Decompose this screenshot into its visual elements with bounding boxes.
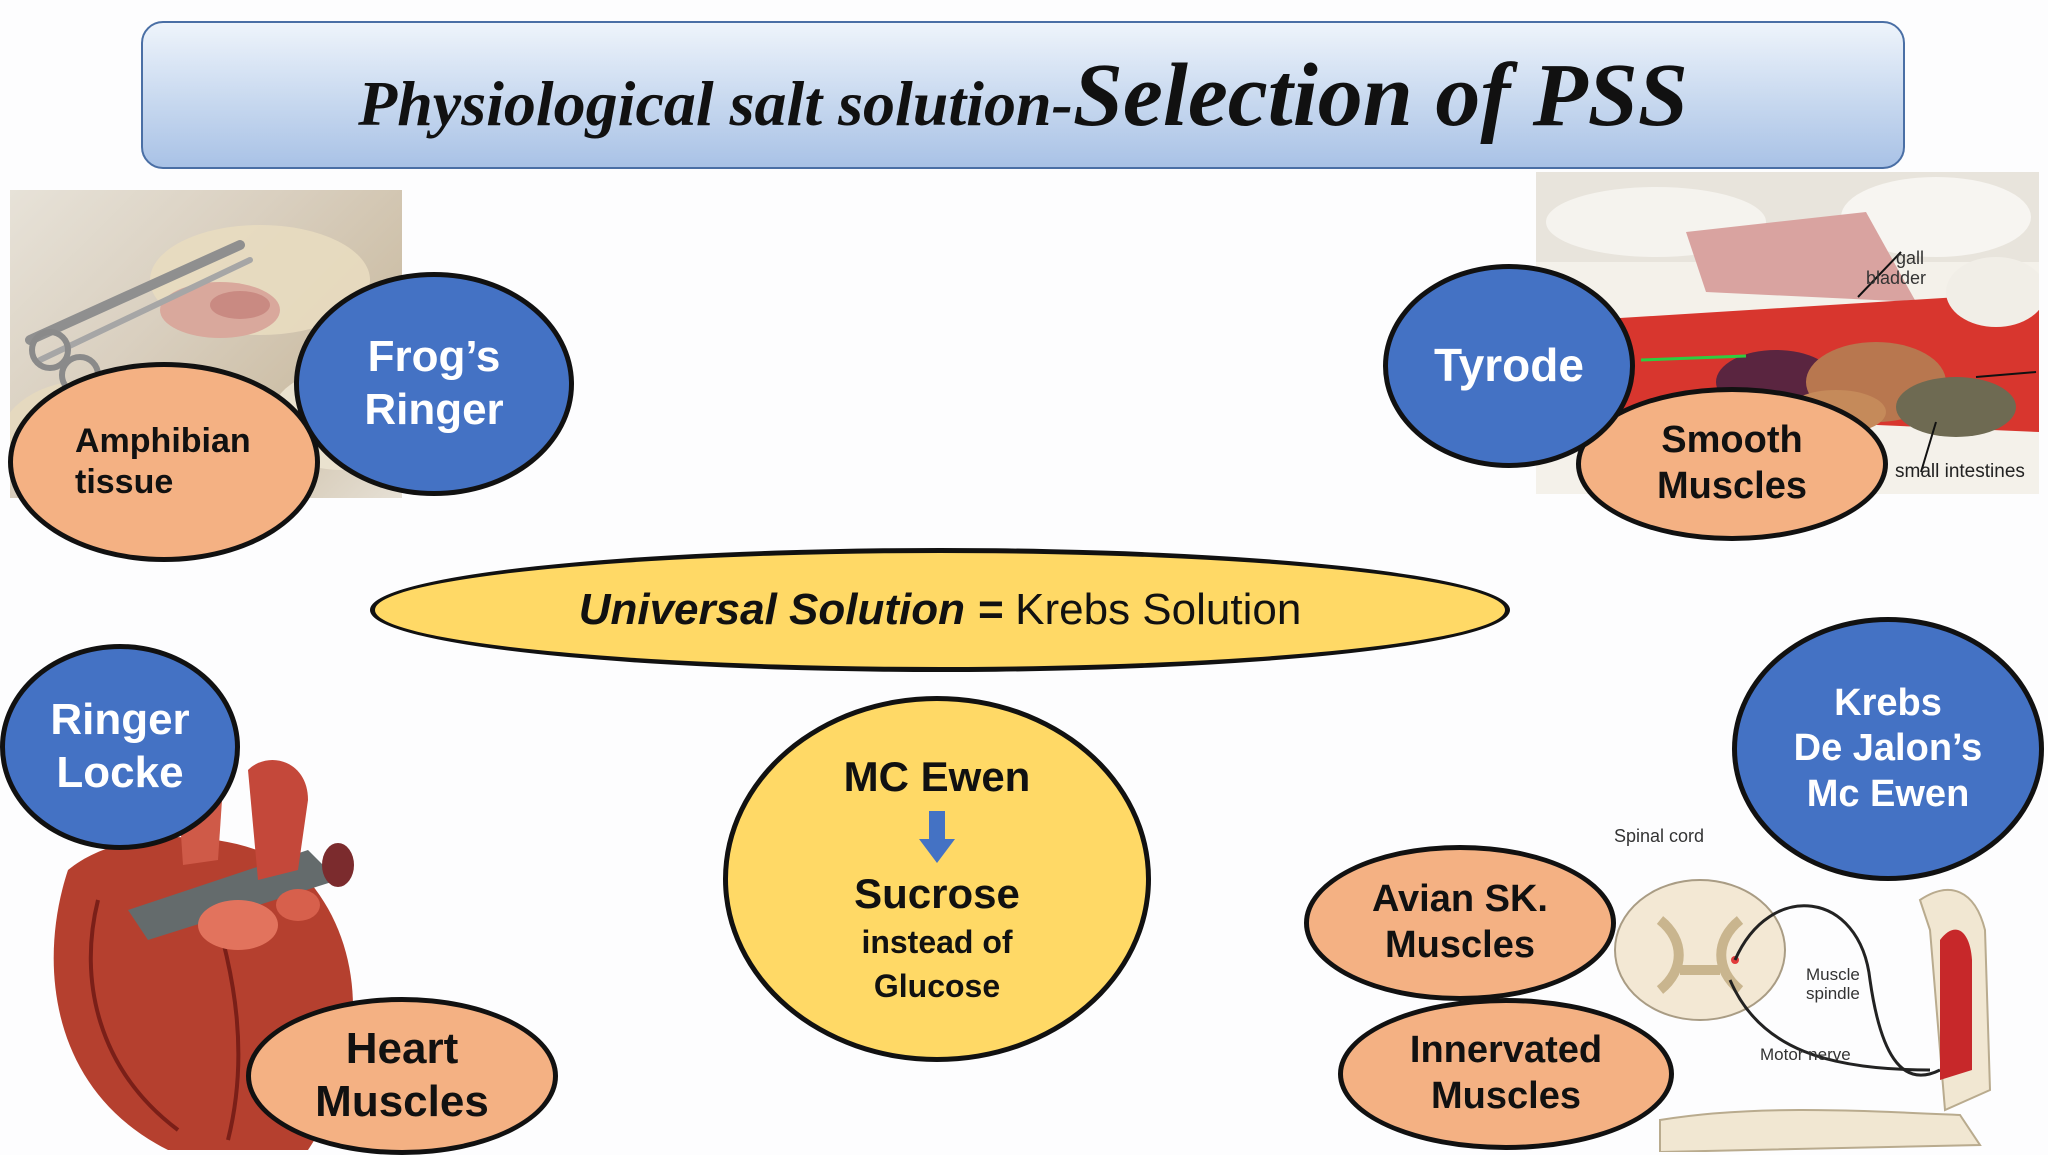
page-title: Physiological salt solution-Selection of… (358, 44, 1688, 147)
tyrode-oval: Tyrode (1383, 264, 1635, 468)
title-part-1: Physiological salt solution- (358, 67, 1073, 139)
muscle-spindle-label-2: spindle (1806, 984, 1860, 1003)
heart-muscles-line-1: Heart (345, 1024, 459, 1074)
frogs-ringer-line-2: Ringer (364, 385, 504, 434)
spinal-reflex-illustration: Spinal cord Muscle spindle Motor nerve (1614, 826, 1992, 1152)
gall-bladder-label-2: bladder (1866, 268, 1926, 288)
spinal-cord-label: Spinal cord (1614, 826, 1704, 846)
amphibian-tissue-line-1: Amphibian (75, 422, 251, 461)
ringer-locke-oval: Ringer Locke (0, 644, 240, 850)
krebs-line-3: Mc Ewen (1806, 772, 1970, 815)
smooth-muscles-line-2: Muscles (1657, 465, 1807, 507)
innervated-line-1: Innervated (1409, 1029, 1603, 1072)
universal-solution-value: Krebs Solution (1015, 585, 1302, 634)
ringer-locke-line-1: Ringer (50, 695, 190, 745)
sucrose-label: Sucrose (854, 869, 1020, 917)
universal-solution-text: Universal Solution = Krebs Solution (579, 585, 1302, 635)
heart-muscles-line-2: Muscles (315, 1077, 489, 1126)
spinal-reflex-diagram: Spinal cord Muscle spindle Motor nerve (1600, 820, 2048, 1152)
krebs-line-2: De Jalon’s (1793, 727, 1983, 770)
muscle-spindle-label-1: Muscle (1806, 965, 1860, 984)
title-part-2: Selection of PSS (1072, 45, 1688, 145)
ringer-locke-line-2: Locke (56, 748, 184, 797)
motor-nerve-label: Motor nerve (1760, 1045, 1851, 1064)
frogs-ringer-line-1: Frog’s (367, 332, 501, 382)
smooth-muscles-line-1: Smooth (1661, 419, 1803, 462)
universal-solution-equals: = (964, 585, 1016, 634)
tyrode-line-1: Tyrode (1434, 339, 1584, 392)
small-intestines-label: small intestines (1895, 461, 2025, 482)
universal-solution-label: Universal Solution (578, 585, 965, 634)
smooth-muscles-oval: Smooth Muscles (1576, 387, 1888, 541)
avian-sk-line-2: Muscles (1385, 924, 1535, 966)
instead-of-label: instead of (861, 924, 1013, 960)
amphibian-tissue-line-2: tissue (75, 463, 174, 501)
krebs-dejalon-mcewen-oval: Krebs De Jalon’s Mc Ewen (1732, 617, 2044, 881)
universal-solution-oval: Universal Solution = Krebs Solution (370, 548, 1510, 672)
mc-ewen-heading: MC Ewen (843, 753, 1031, 801)
down-arrow-icon (919, 810, 955, 863)
mc-ewen-oval: MC Ewen Sucrose instead of Glucose (723, 696, 1151, 1062)
avian-sk-line-1: Avian SK. (1372, 878, 1548, 921)
krebs-line-1: Krebs (1834, 681, 1942, 724)
heart-muscles-oval: Heart Muscles (246, 997, 558, 1155)
gall-bladder-label-1: gall (1896, 248, 1924, 268)
amphibian-tissue-oval: Amphibian tissue (8, 362, 320, 562)
frogs-ringer-oval: Frog’s Ringer (294, 272, 574, 496)
title-banner: Physiological salt solution-Selection of… (141, 21, 1905, 169)
innervated-line-2: Muscles (1431, 1075, 1581, 1117)
glucose-label: Glucose (873, 968, 1001, 1005)
avian-sk-muscles-oval: Avian SK. Muscles (1304, 845, 1616, 1001)
rabbit-dissection-illustration: gall bladder (1536, 172, 2039, 473)
innervated-muscles-oval: Innervated Muscles (1338, 998, 1674, 1150)
